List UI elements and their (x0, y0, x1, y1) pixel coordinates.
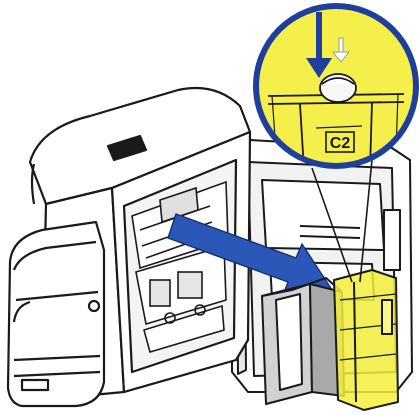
card-input-hopper (6, 220, 106, 408)
magnifier-callout-icon: C2 (253, 3, 419, 169)
callout-connector (311, 159, 373, 283)
part-label-c2: C2 (330, 135, 351, 152)
cartridge-icon (261, 269, 399, 411)
down-arrow-icon (306, 12, 351, 78)
